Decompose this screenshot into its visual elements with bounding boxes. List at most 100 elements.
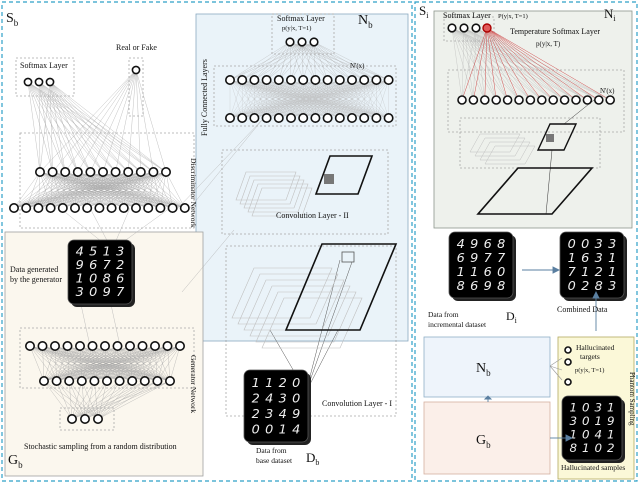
connection-line <box>451 27 554 101</box>
connection-line <box>451 27 463 101</box>
connection-line <box>123 171 167 209</box>
connection-line <box>128 171 149 209</box>
incremental-network-region <box>433 10 633 229</box>
connection-line <box>102 171 137 209</box>
connection-line <box>49 81 154 173</box>
temperature-node-highlight <box>482 23 492 33</box>
highlight-line <box>486 27 565 101</box>
connection-line <box>49 81 91 173</box>
connection-line <box>13 171 41 209</box>
connection-line <box>451 27 508 101</box>
connection-line <box>303 41 315 81</box>
connection-line <box>242 79 389 119</box>
digit-glyph: 0 <box>292 392 300 407</box>
generator-output-node <box>162 340 173 351</box>
connection-line <box>463 27 474 101</box>
connection-line <box>148 171 167 209</box>
connection-line <box>56 380 86 420</box>
connection-line <box>77 69 137 173</box>
connection-line <box>313 41 389 81</box>
temperature-node <box>571 95 581 105</box>
connection-line <box>451 27 577 101</box>
receptive-line <box>545 149 553 215</box>
fc1-node <box>249 75 260 86</box>
connection-line <box>71 380 120 420</box>
connection-line <box>135 69 154 173</box>
connection-line <box>278 79 389 119</box>
connection-line <box>27 81 167 173</box>
temperature-node <box>593 95 604 105</box>
softmax-left-node <box>45 77 55 87</box>
digit-glyph: 4 <box>292 423 300 438</box>
nb-box-label: Nb <box>476 361 491 378</box>
connection-line <box>13 171 167 209</box>
highlight-line <box>486 27 520 101</box>
discriminator-input-node <box>57 203 68 214</box>
highlight-line <box>486 27 542 101</box>
digit-glyph: 8 <box>103 272 111 287</box>
connection-line <box>181 229 235 293</box>
conv1-ghost-frame <box>249 285 351 337</box>
highlight-line <box>486 27 577 101</box>
connection-line <box>177 119 263 209</box>
digit-glyph: 2 <box>581 279 589 294</box>
generator-output-node <box>112 340 123 351</box>
connection-line <box>43 345 181 382</box>
discriminator-hidden-node <box>47 167 58 178</box>
connection-line <box>229 79 389 119</box>
connection-line <box>49 81 129 173</box>
connection-line <box>52 171 88 209</box>
conv1-ghost-frame <box>231 267 333 319</box>
generator-output-node <box>175 340 186 351</box>
digit-glyph: 3 <box>279 392 287 407</box>
softmax-top-formula: p(y|x, T=1) <box>282 25 311 32</box>
base-dataset-label: Data from base dataset <box>256 446 293 465</box>
softmax-top-node <box>309 37 319 47</box>
digit-glyph: 0 <box>265 423 273 438</box>
digit-glyph: 2 <box>252 392 260 407</box>
digit-glyph: 2 <box>279 376 287 391</box>
conv-right-patch <box>546 134 554 142</box>
generator-output-node <box>24 340 35 351</box>
digit-glyph: 9 <box>484 279 492 294</box>
digit-glyph: 1 <box>594 414 602 428</box>
connection-line <box>49 81 104 173</box>
generator-hidden-node <box>127 375 138 386</box>
discriminator-input-node <box>118 203 129 214</box>
receptive-line <box>305 329 339 393</box>
discriminator-hidden-node <box>98 167 109 178</box>
hallucinated-formula: p(y|x, T=1) <box>575 367 604 374</box>
connection-line <box>364 79 389 119</box>
connection-line <box>43 345 56 382</box>
connection-line <box>65 171 100 209</box>
digit-glyph: 7 <box>568 265 577 280</box>
connection-line <box>90 171 112 209</box>
fc1-node <box>273 75 284 86</box>
connection-line <box>99 171 167 209</box>
generator-output-node <box>49 340 60 351</box>
digit-glyph: 1 <box>582 441 590 455</box>
connection-line <box>71 380 158 420</box>
connection-line <box>266 79 389 119</box>
connection-line <box>153 171 173 209</box>
generator-hidden-node <box>102 375 113 386</box>
connection-line <box>451 27 599 101</box>
connection-line <box>451 27 588 101</box>
generator-output-node <box>87 340 98 351</box>
fc2-node <box>237 113 248 124</box>
connection-line <box>451 27 542 101</box>
conv2-ghost-frame <box>247 183 309 213</box>
connection-line <box>165 171 173 209</box>
connection-line <box>165 171 185 209</box>
digit-glyph: 0 <box>594 441 602 455</box>
generator-hidden-node <box>139 375 150 386</box>
discriminator-input-node <box>94 203 105 214</box>
discriminator-input-node <box>45 203 56 214</box>
digit-glyph: 6 <box>116 272 124 287</box>
connection-line <box>39 81 51 173</box>
fc2-node <box>346 113 357 124</box>
real-or-fake-label: Real or Fake <box>116 43 157 52</box>
conv2-ghost-frame <box>239 175 301 205</box>
connection-line <box>303 79 389 119</box>
